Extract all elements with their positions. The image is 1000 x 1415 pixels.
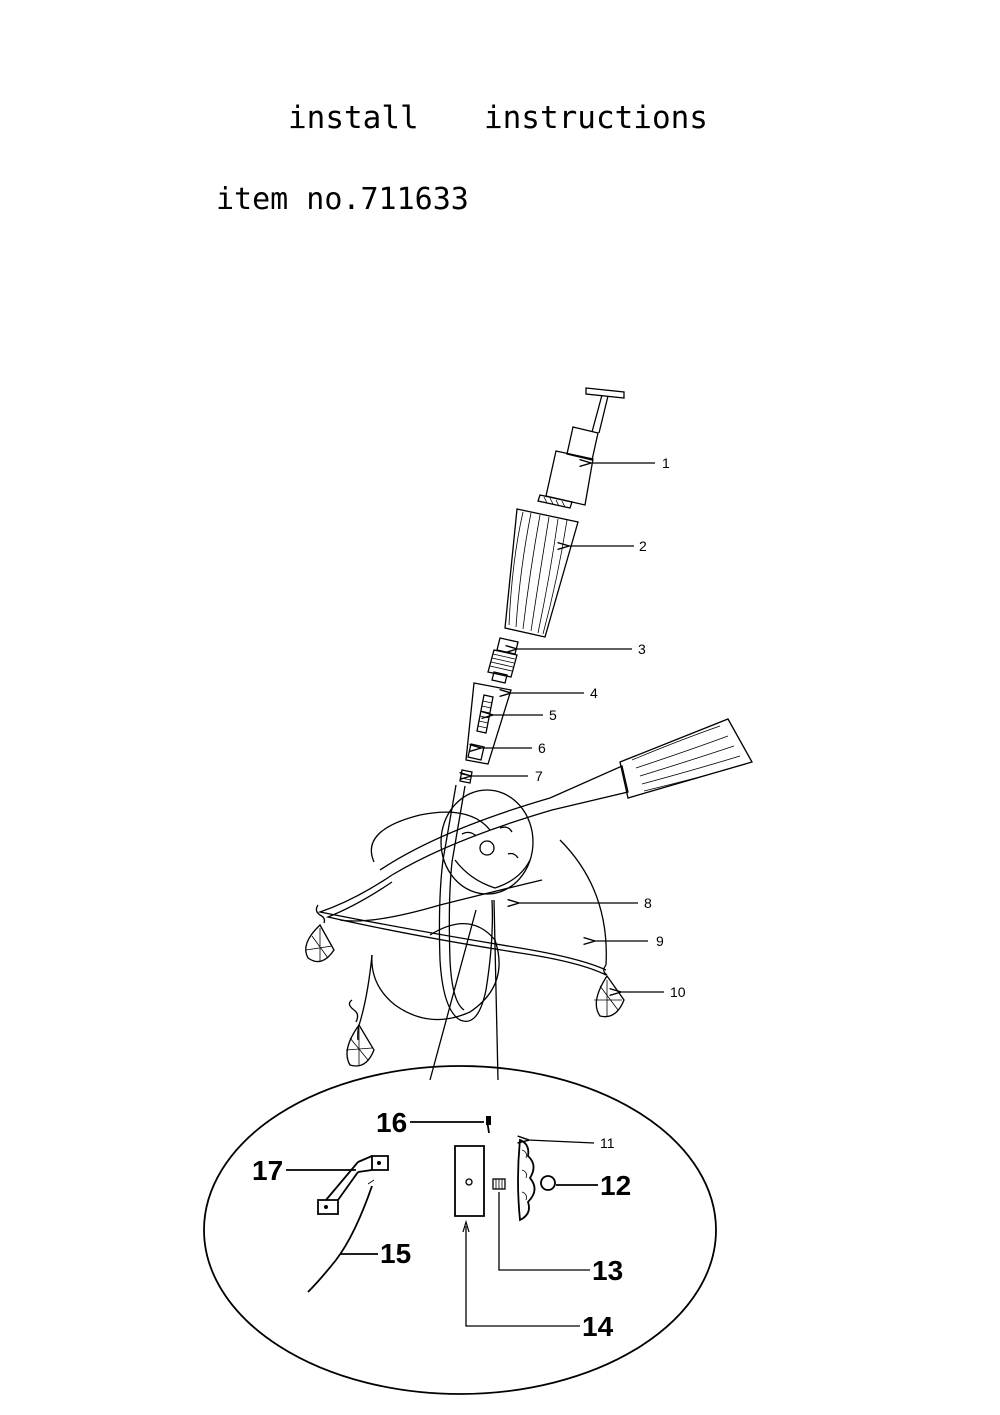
label-15: 15: [380, 1238, 411, 1269]
label-7: 7: [535, 768, 543, 784]
label-6: 6: [538, 740, 546, 756]
part-14-canopy-plate: [454, 1145, 485, 1217]
label-9: 9: [656, 933, 664, 949]
detail-leader-left: [429, 909, 477, 1081]
label-16: 16: [376, 1107, 407, 1138]
part-2-glass-shade: [504, 508, 579, 638]
part-5-spring: [476, 694, 494, 734]
label-1: 1: [662, 455, 670, 471]
callout-leaders: [286, 463, 664, 1327]
part-11-decorative-canopy: [517, 1138, 536, 1222]
label-11: 11: [600, 1135, 615, 1151]
detail-callout-ellipse: [203, 1065, 717, 1395]
item-number: item no.711633: [216, 182, 469, 217]
label-3: 3: [638, 641, 646, 657]
part-17-mounting-bracket: [317, 1155, 389, 1215]
lamp-arm-with-shade: [379, 718, 753, 1022]
part-13-nipple: [492, 1178, 506, 1190]
label-4: 4: [590, 685, 598, 701]
part-4-arm-cup: [465, 682, 512, 765]
part-12-finial-nut: [540, 1175, 556, 1191]
label-8: 8: [644, 895, 652, 911]
label-2: 2: [639, 538, 647, 554]
part-16-screw: [486, 1116, 491, 1134]
label-13: 13: [592, 1255, 623, 1286]
part-1-lamp-socket: [537, 387, 625, 509]
part-8-center-body: [440, 789, 534, 895]
part-10-crystal-drops: [305, 904, 625, 1067]
label-12: 12: [600, 1170, 631, 1201]
label-10: 10: [670, 984, 686, 1000]
page-title: install instructions: [288, 100, 708, 136]
part-3-threaded-ring: [487, 637, 519, 684]
detail-leader-right: [493, 899, 499, 1081]
label-5: 5: [549, 707, 557, 723]
part-6-nut: [467, 743, 485, 761]
label-14: 14: [582, 1311, 614, 1342]
label-17: 17: [252, 1155, 283, 1186]
part-9-arm-frame: [317, 811, 607, 1041]
part-15-wire: [307, 1179, 375, 1293]
